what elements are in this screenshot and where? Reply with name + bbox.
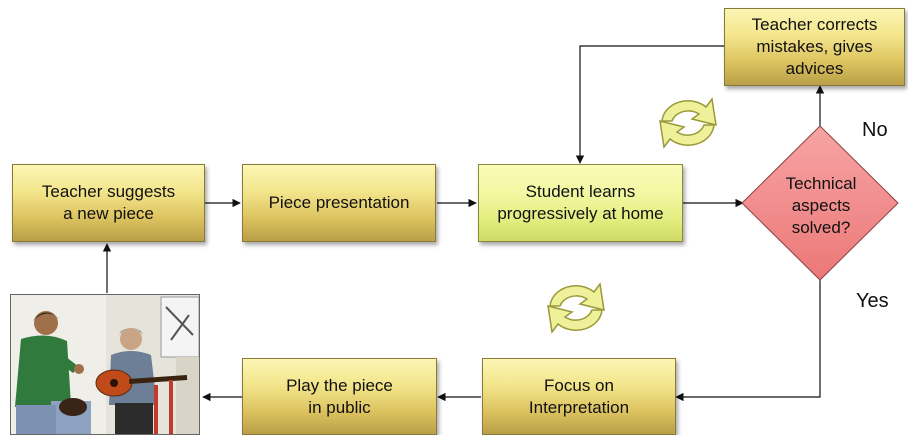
- cycle-arrows-icon: [547, 282, 605, 334]
- step-focus-interpretation-label: Focus on Interpretation: [528, 375, 630, 417]
- decision-yes-label: Yes: [856, 290, 889, 312]
- step-play-in-public-label: Play the piece in public: [286, 375, 393, 417]
- connectors: [102, 45, 825, 402]
- arrow-corrects-to-learns: [575, 45, 724, 164]
- decision-no-label: No: [862, 119, 888, 141]
- step-play-in-public: Play the piece in public: [242, 358, 437, 435]
- cycle-arrows-icon: [659, 97, 717, 149]
- step-teacher-suggests: Teacher suggests a new piece: [12, 164, 205, 242]
- decision-question: Technical aspects solved?: [785, 174, 857, 237]
- step-teacher-corrects: Teacher corrects mistakes, gives advices: [724, 8, 905, 86]
- step-piece-presentation: Piece presentation: [242, 164, 436, 242]
- step-focus-interpretation: Focus on Interpretation: [482, 358, 676, 435]
- step-teacher-corrects-label: Teacher corrects mistakes, gives advices: [751, 15, 878, 78]
- step-student-learns-label: Student learns progressively at home: [497, 182, 664, 223]
- step-piece-presentation-label: Piece presentation: [268, 193, 410, 212]
- step-student-learns: Student learns progressively at home: [478, 164, 683, 242]
- decision-diamond: [741, 125, 899, 281]
- step-teacher-suggests-label: Teacher suggests a new piece: [41, 182, 176, 223]
- arrow-decision-to-interpretation: [675, 280, 821, 402]
- lesson-photo: [10, 294, 200, 435]
